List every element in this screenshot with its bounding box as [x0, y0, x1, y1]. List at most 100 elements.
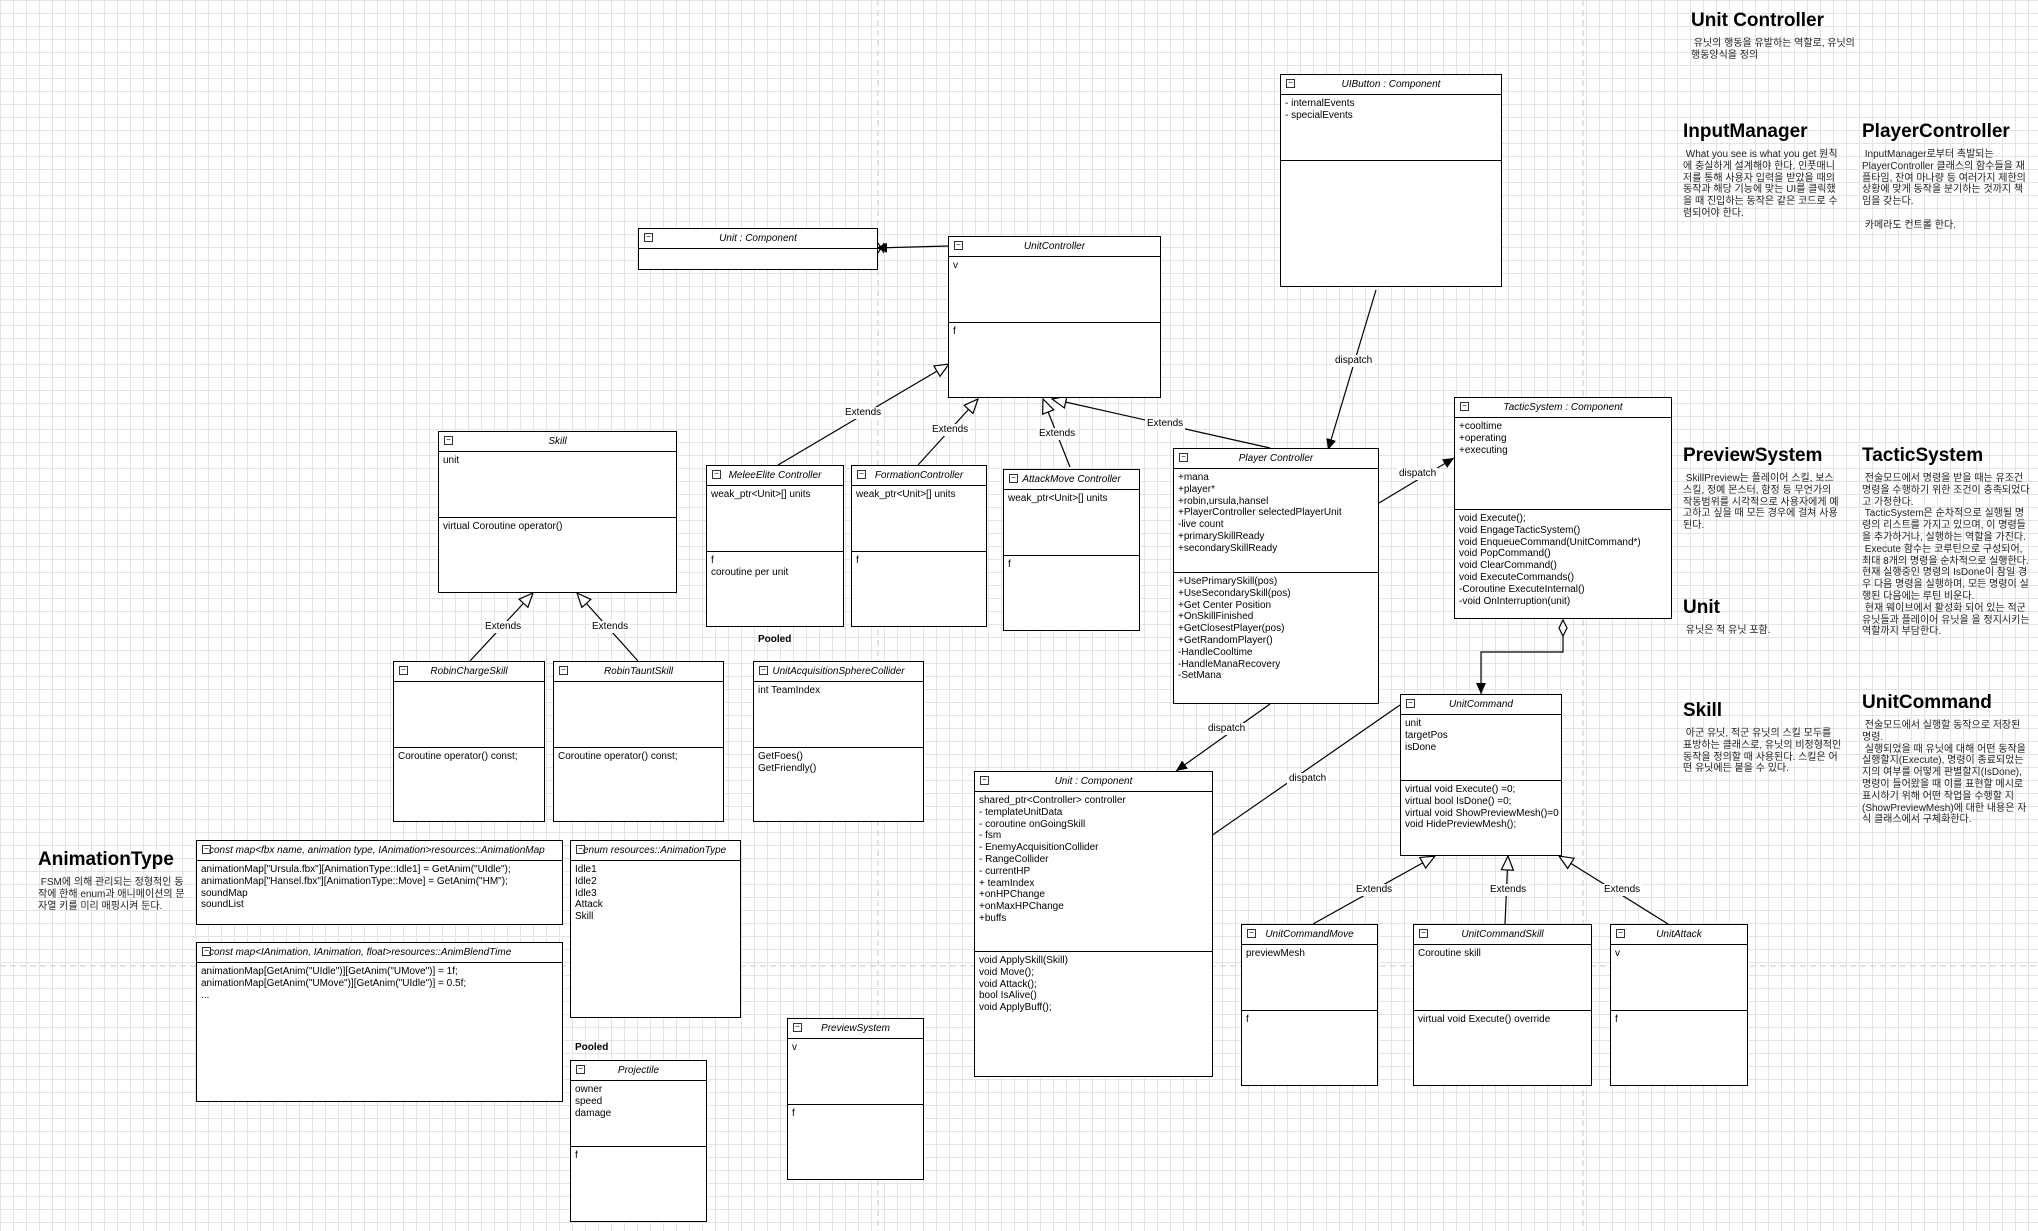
class-robin-taunt-skill[interactable]: − RobinTauntSkill Coroutine operator() co…: [553, 661, 724, 822]
edge-label-extends: Extends: [1354, 884, 1395, 896]
class-attributes: unit: [439, 452, 676, 518]
class-methods: f: [856, 555, 859, 566]
edge-unit-x2: [877, 242, 885, 254]
edge-label-extends: Extends: [1145, 418, 1186, 430]
class-anim-blend-time[interactable]: −const map<IAnimation, IAnimation, float…: [196, 942, 563, 1102]
note-unit-controller: Unit Controller 유닛의 행동을 유발하는 역할로, 유닛의 행동…: [1691, 10, 1859, 62]
note-title: PlayerController: [1862, 121, 2010, 142]
note-tactic-system: TacticSystem 전술모드에서 명령을 받을 때는 유조건 명령을 수행…: [1862, 445, 2032, 638]
class-title: Unit : Component: [719, 233, 797, 244]
note-title: TacticSystem: [1862, 445, 1984, 466]
class-title: Player Controller: [1238, 453, 1314, 464]
class-methods: void ApplySkill(Skill) void Move(); void…: [979, 955, 1068, 1014]
edge-player-tactic-dispatch: [1378, 457, 1455, 504]
class-attributes: +mana +player* +robin,ursula,hansel +Pla…: [1174, 469, 1378, 573]
collapse-icon[interactable]: −: [793, 1023, 802, 1032]
collapse-icon[interactable]: −: [1419, 929, 1428, 938]
edge-label-extends: Extends: [483, 621, 524, 633]
collapse-icon[interactable]: −: [1616, 929, 1625, 938]
note-animation-type: AnimationType FSM에 의해 관리되는 정형적인 동작에 한해 e…: [38, 849, 190, 912]
edge-label-dispatch: dispatch: [1397, 468, 1439, 480]
collapse-icon[interactable]: −: [559, 666, 568, 675]
class-attributes: weak_ptr<Unit>[] units: [707, 486, 843, 552]
class-attributes: [554, 682, 723, 748]
class-unit-component[interactable]: −Unit : Component shared_ptr<Controller>…: [974, 771, 1213, 1077]
note-body: What you see is what you get 원칙에 충실하게 설계…: [1683, 149, 1838, 219]
edge-label-extends: Extends: [590, 621, 631, 633]
class-methods: +UsePrimarySkill(pos) +UseSecondarySkill…: [1178, 576, 1291, 682]
collapse-icon[interactable]: −: [444, 436, 453, 445]
class-skill[interactable]: −Skill unit virtual Coroutine operator(): [438, 431, 677, 593]
collapse-icon[interactable]: −: [954, 241, 963, 250]
note-input-manager: InputManager What you see is what you ge…: [1683, 121, 1843, 220]
class-unit-attack[interactable]: −UnitAttack v f: [1610, 924, 1748, 1086]
class-unit-controller[interactable]: −UnitController v f: [948, 236, 1161, 398]
collapse-icon[interactable]: −: [1179, 453, 1188, 462]
collapse-icon[interactable]: −: [759, 666, 768, 675]
collapse-icon[interactable]: −: [712, 470, 721, 479]
class-methods: Coroutine operator() const;: [558, 751, 678, 762]
edge-label-extends: Extends: [930, 424, 971, 436]
collapse-icon[interactable]: −: [1009, 474, 1018, 483]
note-body: InputManager로부터 촉발되는 PlayerController 클래…: [1862, 149, 2026, 231]
collapse-icon[interactable]: −: [857, 470, 866, 479]
collapse-icon[interactable]: −: [576, 1065, 585, 1074]
class-attributes: - internalEvents - specialEvents: [1281, 95, 1501, 161]
class-title: Unit : Component: [1054, 776, 1133, 787]
class-attributes: +cooltime +operating +executing: [1455, 418, 1671, 510]
class-attack-move-controller[interactable]: −AttackMove Controller weak_ptr<Unit>[] …: [1003, 469, 1140, 631]
note-body: FSM에 의해 관리되는 정형적인 동작에 한해 enum과 애니메이션의 문자…: [38, 877, 185, 912]
edge-label-extends: Extends: [1602, 884, 1643, 896]
class-title: RobinTauntSkill: [603, 666, 674, 677]
class-attributes: unit targetPos isDone: [1401, 715, 1561, 781]
class-ui-button[interactable]: −UIButton : Component - internalEvents -…: [1280, 74, 1502, 287]
class-title: TacticSystem : Component: [1503, 402, 1623, 413]
collapse-icon[interactable]: −: [1247, 929, 1256, 938]
class-unit-command-move[interactable]: −UnitCommandMove previewMesh f: [1241, 924, 1378, 1086]
collapse-icon[interactable]: −: [399, 666, 408, 675]
collapse-icon[interactable]: −: [202, 845, 211, 854]
collapse-icon[interactable]: −: [202, 947, 211, 956]
class-unit-top[interactable]: − Unit : Component: [638, 228, 878, 270]
note-title: Unit Controller: [1691, 10, 1824, 31]
class-attributes: animationMap["Ursula.fbx"][AnimationType…: [201, 864, 511, 911]
class-unit-acquisition-sphere-collider[interactable]: −UnitAcquisitionSphereCollider int TeamI…: [753, 661, 924, 822]
collapse-icon[interactable]: −: [980, 776, 989, 785]
class-methods: [639, 249, 877, 269]
class-title: UnitCommandMove: [1265, 929, 1354, 940]
note-body: 유닛의 행동을 유발하는 역할로, 유닛의 행동양식을 정의: [1691, 38, 1858, 61]
class-unit-command[interactable]: −UnitCommand unit targetPos isDone virtu…: [1400, 694, 1562, 856]
class-unit-command-skill[interactable]: −UnitCommandSkill Coroutine skill virtua…: [1413, 924, 1592, 1086]
edge-label-dispatch: dispatch: [1287, 773, 1329, 785]
edge-player-unit-dispatch: [1175, 703, 1271, 772]
class-methods: virtual Coroutine operator(): [443, 521, 563, 532]
pooled-label: Pooled: [758, 634, 792, 645]
class-melee-elite-controller[interactable]: −MeleeElite Controller weak_ptr<Unit>[] …: [706, 465, 844, 627]
note-title: AnimationType: [38, 849, 174, 870]
class-methods: GetFoes() GetFriendly(): [758, 751, 817, 774]
class-projectile[interactable]: −Projectile owner speed damage f: [570, 1060, 707, 1222]
class-attributes: v: [1611, 945, 1747, 1011]
class-preview-system[interactable]: −PreviewSystem v f: [787, 1018, 924, 1180]
class-animation-map[interactable]: −const map<fbx name, animation type, IAn…: [196, 840, 563, 925]
class-methods: f: [1246, 1014, 1249, 1025]
class-tactic-system[interactable]: − TacticSystem : Component +cooltime +ope…: [1454, 397, 1672, 619]
collapse-icon[interactable]: −: [1460, 402, 1469, 411]
collapse-icon[interactable]: −: [576, 845, 585, 854]
class-attributes: previewMesh: [1242, 945, 1377, 1011]
class-player-controller[interactable]: − Player Controller +mana +player* +robin…: [1173, 448, 1379, 704]
note-title: Skill: [1683, 700, 1723, 721]
edge-uibutton-dispatch: [1326, 289, 1377, 451]
class-animation-type-enum[interactable]: −enum resources::AnimationType Idle1 Idl…: [570, 840, 741, 1018]
pooled-label: Pooled: [575, 1042, 609, 1053]
class-title: UnitController: [1023, 241, 1086, 252]
class-formation-controller[interactable]: −FormationController weak_ptr<Unit>[] un…: [851, 465, 987, 627]
collapse-icon[interactable]: −: [644, 233, 653, 242]
class-title: Projectile: [617, 1065, 660, 1076]
edge-tactic-command-aggregation: [1481, 620, 1563, 694]
class-title: MeleeElite Controller: [728, 470, 822, 481]
edge-label-dispatch: dispatch: [1206, 723, 1248, 735]
collapse-icon[interactable]: −: [1406, 699, 1415, 708]
class-robin-charge-skill[interactable]: −RobinChargeSkill Coroutine operator() c…: [393, 661, 545, 822]
collapse-icon[interactable]: −: [1286, 79, 1295, 88]
